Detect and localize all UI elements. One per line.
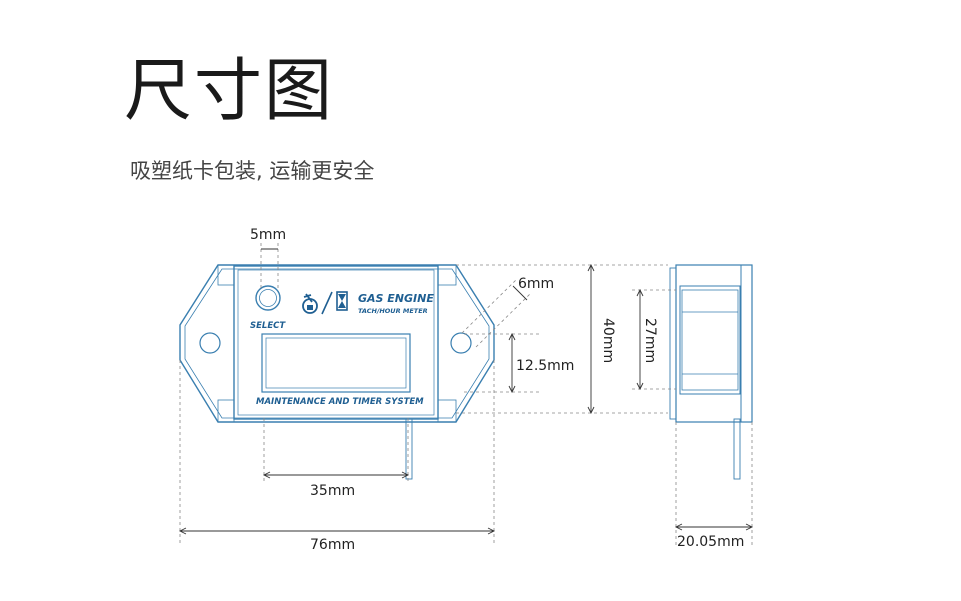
select-label: SELECT — [250, 321, 286, 331]
engine-icon — [302, 293, 318, 314]
lcd-window — [261, 333, 411, 393]
lcd-window-inner — [265, 337, 407, 389]
select-button-inner — [259, 289, 277, 307]
wire-lead — [405, 418, 413, 480]
meter-body — [233, 265, 439, 420]
page-title: 尺寸图 — [124, 52, 335, 131]
dim-button-width: 5mm — [250, 227, 286, 243]
brand-line2: TACH/HOUR METER — [358, 307, 428, 315]
flange-inner-outline — [184, 268, 490, 419]
dim-height-total: 40mm — [600, 318, 616, 363]
corner-tab — [217, 399, 235, 423]
corner-tab — [437, 264, 457, 286]
dimension-lines: 5mm 6mm 12.5mm 40mm 27mm 35mm — [178, 227, 754, 553]
meter-side-view — [669, 264, 753, 480]
dim-side-height: 27mm — [642, 318, 658, 363]
meter-body-inner — [237, 269, 435, 416]
dim-hole-diameter: 6mm — [518, 276, 554, 292]
page-subtitle: 吸塑纸卡包装, 运输更安全 — [130, 159, 375, 183]
dim-wire-spacing: 35mm — [310, 483, 355, 499]
side-wire-lead — [733, 418, 741, 480]
corner-tab — [217, 264, 235, 286]
hourglass-icon — [336, 291, 348, 311]
mounting-hole-right — [450, 332, 472, 354]
slash-icon — [321, 291, 333, 315]
mounting-hole-left — [199, 332, 221, 354]
dim-depth: 20.05mm — [677, 534, 744, 550]
select-button — [255, 285, 281, 311]
bottom-label: MAINTENANCE AND TIMER SYSTEM — [256, 397, 424, 407]
corner-tab — [437, 399, 457, 423]
dim-hole-spacing: 12.5mm — [516, 358, 574, 374]
meter-front-view: SELECT GAS ENGINE TACH/HOUR METER MAINTE… — [179, 264, 495, 480]
brand-line1: GAS ENGINE — [358, 292, 434, 305]
dim-width-total: 76mm — [310, 537, 355, 553]
